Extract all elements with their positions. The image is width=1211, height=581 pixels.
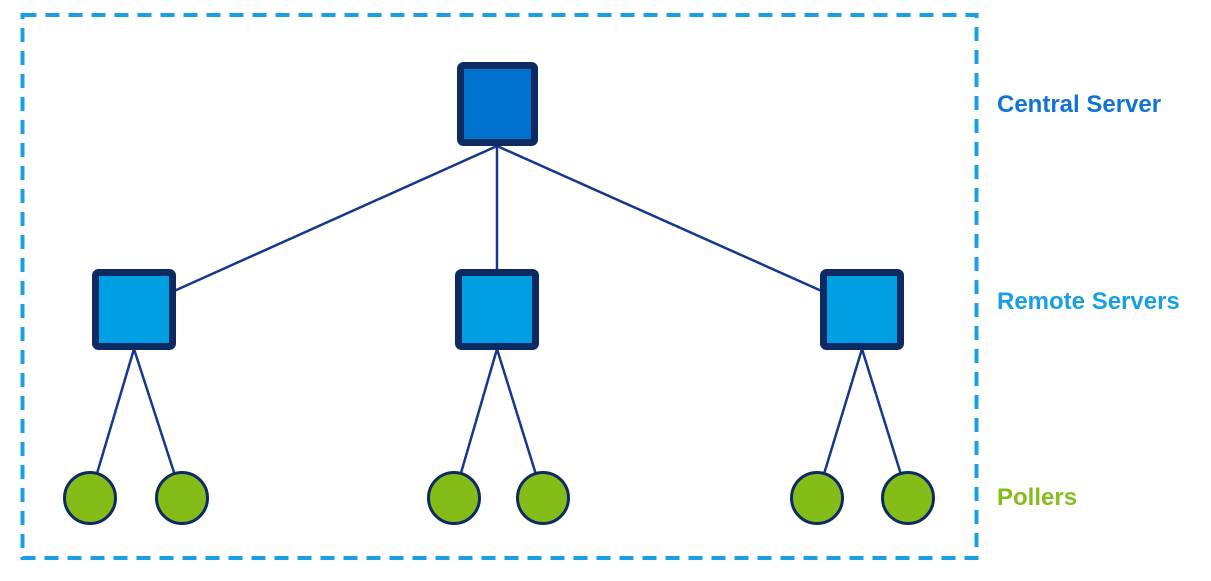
remote-server-node-3 <box>820 269 904 350</box>
poller-node-5 <box>790 471 844 525</box>
dashed-boundary-box <box>20 13 979 560</box>
central-server-node <box>457 62 538 146</box>
pollers-label: Pollers <box>997 484 1078 511</box>
connector-central-to-remote-1 <box>133 144 498 311</box>
poller-node-4 <box>516 471 570 525</box>
poller-node-1 <box>63 471 117 525</box>
poller-node-2 <box>155 471 209 525</box>
remote-server-node-2 <box>455 269 539 350</box>
central-server-label: Central Server <box>997 91 1162 118</box>
poller-node-3 <box>427 471 481 525</box>
connector-central-to-remote-3 <box>496 144 863 311</box>
remote-server-node-1 <box>92 269 176 350</box>
remote-servers-label: Remote Servers <box>997 288 1180 315</box>
poller-node-6 <box>881 471 935 525</box>
